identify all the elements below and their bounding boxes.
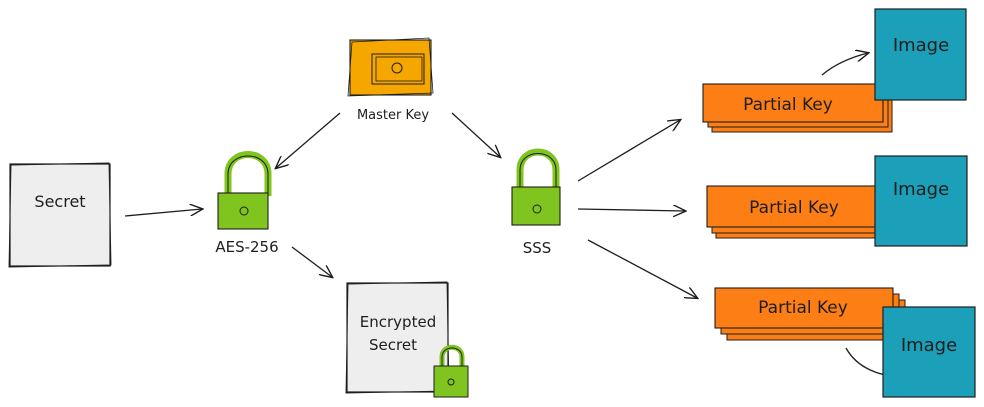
arrow-sss-to-key3 bbox=[587, 239, 697, 298]
partial-key-label-2: Partial Key bbox=[749, 198, 839, 218]
image-box-3: Image bbox=[882, 306, 976, 398]
encrypted-secret-node: Encrypted Secret bbox=[345, 281, 450, 394]
image-box-2: Image bbox=[874, 155, 968, 247]
secret-label: Secret bbox=[34, 192, 85, 211]
arrow-secret-to-aes bbox=[124, 209, 202, 217]
partial-key-stack-3: Partial Key bbox=[714, 287, 906, 341]
partial-key-stack-2: Partial Key bbox=[706, 185, 900, 239]
aes-lock-icon bbox=[217, 151, 272, 230]
flow-arrows bbox=[124, 53, 908, 377]
sss-label: SSS bbox=[523, 239, 552, 257]
arrow-key1-to-image bbox=[821, 53, 868, 76]
partial-key-label-1: Partial Key bbox=[743, 95, 833, 115]
arrow-aes-to-encrypted bbox=[291, 246, 332, 277]
encrypted-lock-icon bbox=[433, 344, 469, 398]
image-label-2: Image bbox=[893, 179, 949, 200]
partial-key-stack-1: Partial Key bbox=[702, 83, 893, 133]
arrow-masterkey-to-aes bbox=[276, 112, 341, 168]
image-box-1: Image bbox=[874, 8, 967, 101]
sss-lock-icon bbox=[511, 148, 561, 226]
arrow-sss-to-key1 bbox=[577, 120, 680, 182]
arrow-masterkey-to-sss bbox=[451, 112, 500, 157]
partial-key-label-3: Partial Key bbox=[758, 298, 848, 318]
encrypted-label-line1: Encrypted bbox=[360, 313, 436, 331]
image-label-3: Image bbox=[901, 335, 957, 356]
image-label-1: Image bbox=[893, 35, 949, 56]
aes-label: AES-256 bbox=[215, 238, 278, 256]
master-key-card-icon bbox=[347, 37, 434, 97]
arrow-sss-to-key2 bbox=[577, 209, 685, 211]
secret-node: Secret bbox=[8, 162, 112, 268]
master-key-label: Master Key bbox=[357, 108, 429, 123]
encrypted-label-line2: Secret bbox=[369, 336, 417, 354]
